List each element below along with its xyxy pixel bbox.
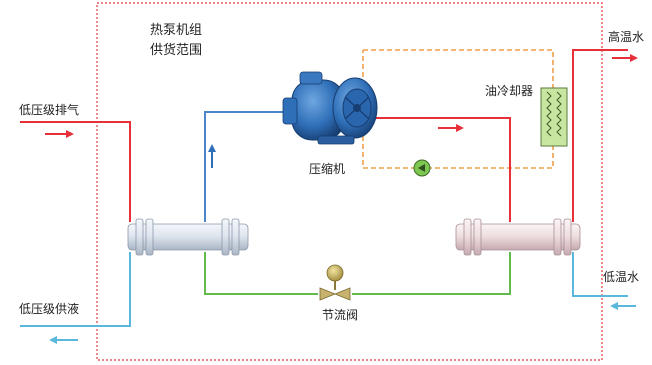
suction-line [204,111,285,222]
condenser-icon [455,218,581,256]
flow-arrow-icon [45,130,74,138]
oil-loop-line [362,49,554,169]
low-temp-water-line [572,252,628,297]
high-temp-water-line [572,49,628,222]
oil-cooler-icon [540,87,568,147]
compressor-icon [282,71,378,145]
low-pressure-exhaust-line [20,121,131,222]
supply-scope-border [96,2,603,361]
throttle-valve-label: 节流阀 [322,308,359,322]
supply-scope-title-line2: 供货范围 [150,43,203,58]
flow-arrow-icon [438,124,464,132]
flow-arrow-icon [208,144,216,168]
high-temp-water-label: 高温水 [608,30,645,44]
discharge-line [375,117,511,222]
compressor-label: 压缩机 [309,162,346,176]
flow-arrow-icon [610,302,636,310]
throttle-valve-icon [319,264,351,301]
low-pressure-exhaust-label: 低压级排气 [19,103,80,117]
oil-pump-icon [413,159,431,177]
liquid-line [204,252,511,295]
flow-arrow-icon [49,336,78,344]
low-pressure-liquid-label: 低压级供液 [19,302,80,316]
low-temp-water-label: 低温水 [603,270,640,284]
oil-cooler-label: 油冷却器 [485,84,534,98]
low-pressure-liquid-line [20,252,131,327]
evaporator-icon [127,218,249,256]
flow-arrow-icon [612,54,638,62]
supply-scope-title-line1: 热泵机组 [150,23,203,38]
